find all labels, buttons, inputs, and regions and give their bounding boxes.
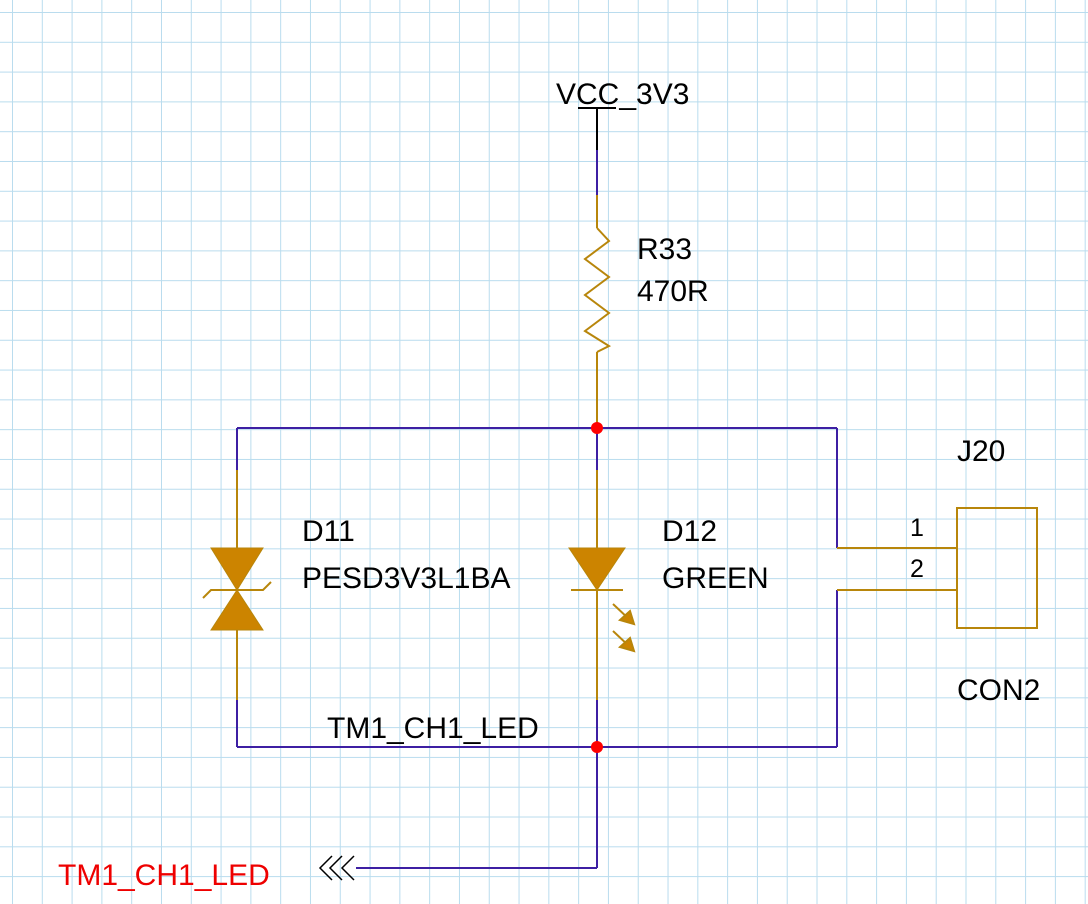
tvs-diode-value: PESD3V3L1BA (302, 562, 510, 595)
resistor-r33[interactable] (583, 195, 612, 428)
connector-ref: J20 (957, 435, 1005, 468)
led-value: GREEN (662, 562, 769, 595)
junction-top (591, 422, 603, 434)
connector-pin-1: 1 (910, 514, 924, 542)
power-label: VCC_3V3 (556, 78, 689, 111)
led-d12[interactable] (568, 470, 636, 700)
resistor-ref: R33 (637, 233, 692, 266)
connector-pin-2: 2 (910, 555, 924, 583)
connector-value: CON2 (957, 674, 1040, 707)
led-ref: D12 (662, 515, 717, 548)
port-symbol[interactable] (318, 855, 355, 881)
net-label: TM1_CH1_LED (327, 712, 539, 745)
power-symbol-vcc[interactable]: VCC_3V3 (556, 78, 689, 150)
port-arrow-inner-icon (328, 855, 343, 881)
wires (236, 150, 838, 869)
resistor-value: 470R (637, 275, 709, 308)
port-label: TM1_CH1_LED (58, 859, 270, 892)
connector-j20[interactable] (837, 507, 1038, 629)
tvs-diode-d11[interactable] (202, 470, 272, 700)
port-arrow-outer-icon (318, 855, 333, 881)
led-emission-arrows-icon (612, 603, 636, 653)
port-arrow-tail-icon (340, 855, 355, 881)
junction-bottom (591, 741, 603, 753)
tvs-diode-ref: D11 (302, 515, 355, 548)
